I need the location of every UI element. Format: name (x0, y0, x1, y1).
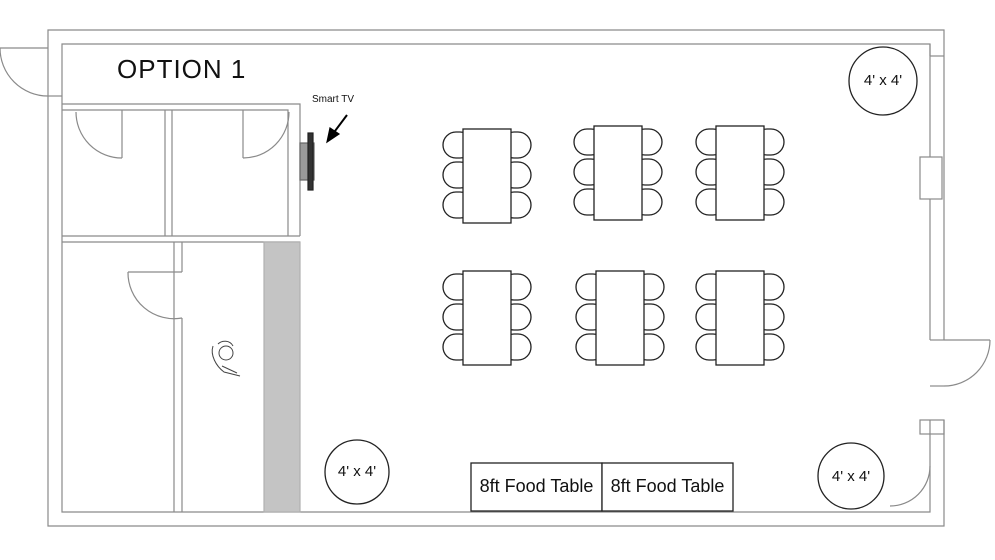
food-table-label: 8ft Food Table (610, 476, 725, 496)
upper-rooms (62, 103, 301, 243)
round-table-label: 4' x 4' (831, 468, 871, 485)
food-table (470, 462, 603, 512)
food-table (601, 462, 734, 512)
entry-door (0, 47, 62, 97)
dining-table (462, 128, 512, 224)
food-table-label: 8ft Food Table (479, 476, 594, 496)
smart-tv-icon (299, 114, 348, 191)
round-table (817, 442, 885, 510)
dining-table (462, 270, 512, 366)
dining-table-group (442, 270, 532, 366)
page-title: OPTION 1 (117, 54, 247, 84)
round-table (324, 439, 390, 505)
dining-table (595, 270, 645, 366)
dining-table-group (575, 270, 665, 366)
dining-table-group (695, 270, 785, 366)
round-tables (324, 46, 918, 510)
round-table-label: 4' x 4' (337, 463, 377, 480)
person-icon (211, 340, 241, 377)
outer-walls (47, 29, 945, 527)
round-table-label: 4' x 4' (863, 72, 903, 89)
dining-table-group (573, 125, 663, 221)
round-table (848, 46, 918, 116)
lower-rooms (127, 241, 301, 513)
dining-table (715, 270, 765, 366)
dining-table (715, 125, 765, 221)
dining-table (593, 125, 643, 221)
dining-table-group (442, 128, 532, 224)
smart-tv-label: Smart TV (312, 94, 355, 105)
food-tables (470, 462, 734, 512)
dining-tables (442, 125, 785, 366)
side-door (889, 339, 991, 507)
dining-table-group (695, 125, 785, 221)
